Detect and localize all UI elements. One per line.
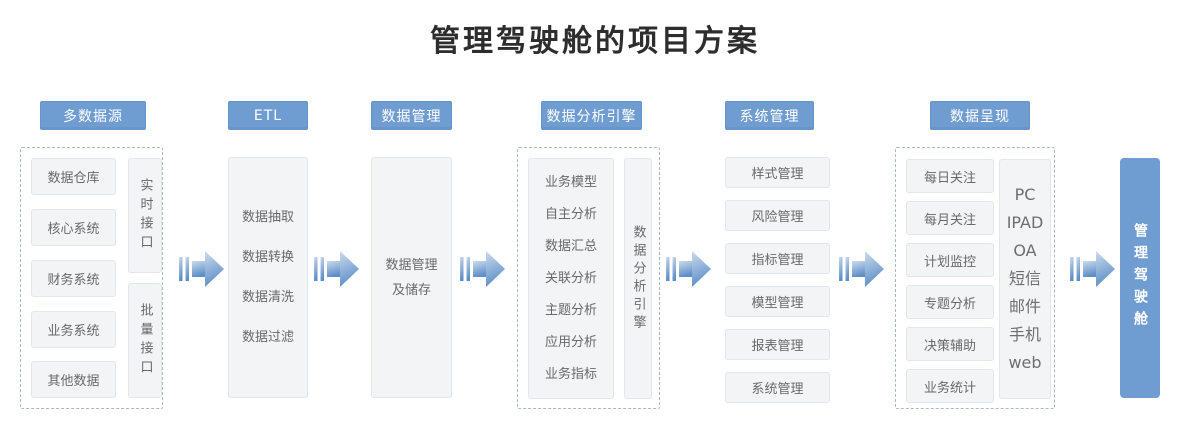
channel-item: 短信 xyxy=(1008,269,1041,288)
etl-step: 数据抽取 xyxy=(241,209,294,225)
group-data-presentation: 每日关注 每月关注 计划监控 专题分析 决策辅助 业务统计 PC IPAD OA… xyxy=(895,147,1055,409)
flow-arrow-icon xyxy=(179,251,224,287)
flow-arrow-icon xyxy=(460,251,505,287)
node-risk-management: 风险管理 xyxy=(725,200,830,231)
node-model-management: 模型管理 xyxy=(725,286,830,317)
etl-step: 数据过滤 xyxy=(241,329,294,345)
group-analysis-engine: 业务模型 自主分析 数据汇总 关联分析 主题分析 应用分析 业务指标 数据分析引… xyxy=(517,147,660,409)
node-core-system: 核心系统 xyxy=(31,209,116,246)
analysis-item: 主题分析 xyxy=(544,302,597,318)
node-analysis-functions: 业务模型 自主分析 数据汇总 关联分析 主题分析 应用分析 业务指标 xyxy=(528,158,614,399)
node-realtime-interface: 实时接口 xyxy=(128,158,162,273)
flow-arrow-icon xyxy=(1070,251,1115,287)
header-data-management: 数据管理 xyxy=(371,101,452,130)
node-batch-interface: 批量接口 xyxy=(128,283,162,398)
channel-item: 手机 xyxy=(1008,325,1041,344)
node-other-data: 其他数据 xyxy=(31,361,116,398)
node-monthly-focus: 每月关注 xyxy=(906,201,994,235)
node-etl-steps: 数据抽取 数据转换 数据清洗 数据过滤 xyxy=(228,157,308,398)
analysis-item: 业务模型 xyxy=(544,174,597,190)
etl-step: 数据清洗 xyxy=(241,289,294,305)
node-business-stats: 业务统计 xyxy=(906,369,994,403)
group-data-sources: 数据仓库 核心系统 财务系统 业务系统 其他数据 实时接口 批量接口 xyxy=(20,147,163,409)
header-analysis-engine: 数据分析引擎 xyxy=(541,101,642,130)
channel-item: web xyxy=(1008,353,1042,372)
page-title: 管理驾驶舱的项目方案 xyxy=(430,24,760,59)
node-decision-support: 决策辅助 xyxy=(906,327,994,361)
node-data-management-storage: 数据管理 及储存 xyxy=(371,157,452,398)
header-etl: ETL xyxy=(228,101,308,130)
analysis-item: 自主分析 xyxy=(544,206,597,222)
node-report-management: 报表管理 xyxy=(725,329,830,360)
node-management-cockpit: 管理驾驶舱 xyxy=(1120,158,1160,398)
node-style-management: 样式管理 xyxy=(725,157,830,188)
analysis-item: 关联分析 xyxy=(544,270,597,286)
header-multi-data-source: 多数据源 xyxy=(40,101,146,130)
flow-arrow-icon xyxy=(314,251,359,287)
analysis-item: 应用分析 xyxy=(544,334,597,350)
header-system-management: 系统管理 xyxy=(725,101,814,130)
channel-item: IPAD xyxy=(1006,213,1044,232)
node-channel-list: PC IPAD OA 短信 邮件 手机 web xyxy=(999,159,1051,399)
node-finance-system: 财务系统 xyxy=(31,260,116,297)
node-system-management: 系统管理 xyxy=(725,372,830,403)
node-indicator-management: 指标管理 xyxy=(725,243,830,274)
channel-item: OA xyxy=(1013,241,1037,260)
node-analysis-engine-vertical: 数据分析引擎 xyxy=(624,158,652,399)
channel-item: 邮件 xyxy=(1008,297,1041,316)
node-topic-analysis: 专题分析 xyxy=(906,285,994,319)
node-business-system: 业务系统 xyxy=(31,311,116,348)
header-data-presentation: 数据呈现 xyxy=(930,101,1030,130)
flow-arrow-icon xyxy=(839,251,884,287)
channel-item: PC xyxy=(1014,185,1036,204)
node-data-warehouse: 数据仓库 xyxy=(31,158,116,195)
node-daily-focus: 每日关注 xyxy=(906,159,994,193)
node-plan-monitoring: 计划监控 xyxy=(906,243,994,277)
analysis-item: 数据汇总 xyxy=(544,238,597,254)
flow-arrow-icon xyxy=(666,251,711,287)
analysis-item: 业务指标 xyxy=(544,366,597,382)
etl-step: 数据转换 xyxy=(241,249,294,265)
